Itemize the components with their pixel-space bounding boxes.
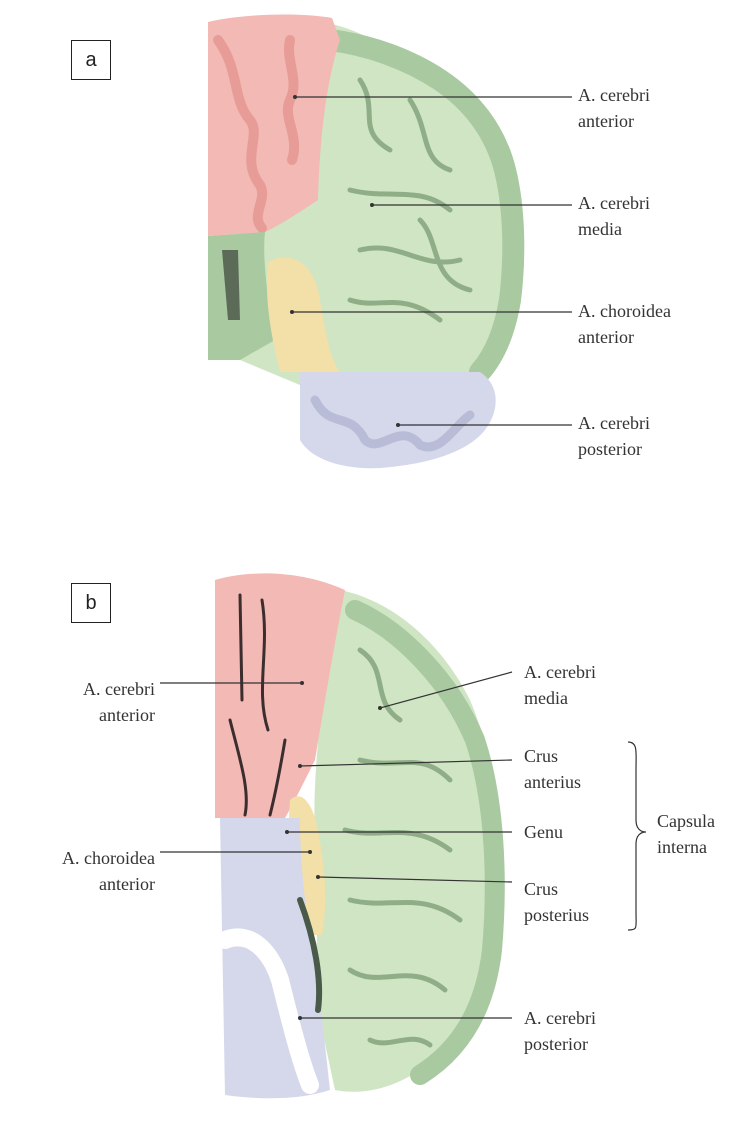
capsula-brace bbox=[628, 742, 646, 930]
panel-a-brain bbox=[208, 15, 518, 469]
panel-a-tag: a bbox=[71, 40, 111, 80]
panel-b-tag: b bbox=[71, 583, 111, 623]
panel-b-brain bbox=[215, 573, 501, 1098]
label-b-genu: Genu bbox=[524, 819, 563, 845]
